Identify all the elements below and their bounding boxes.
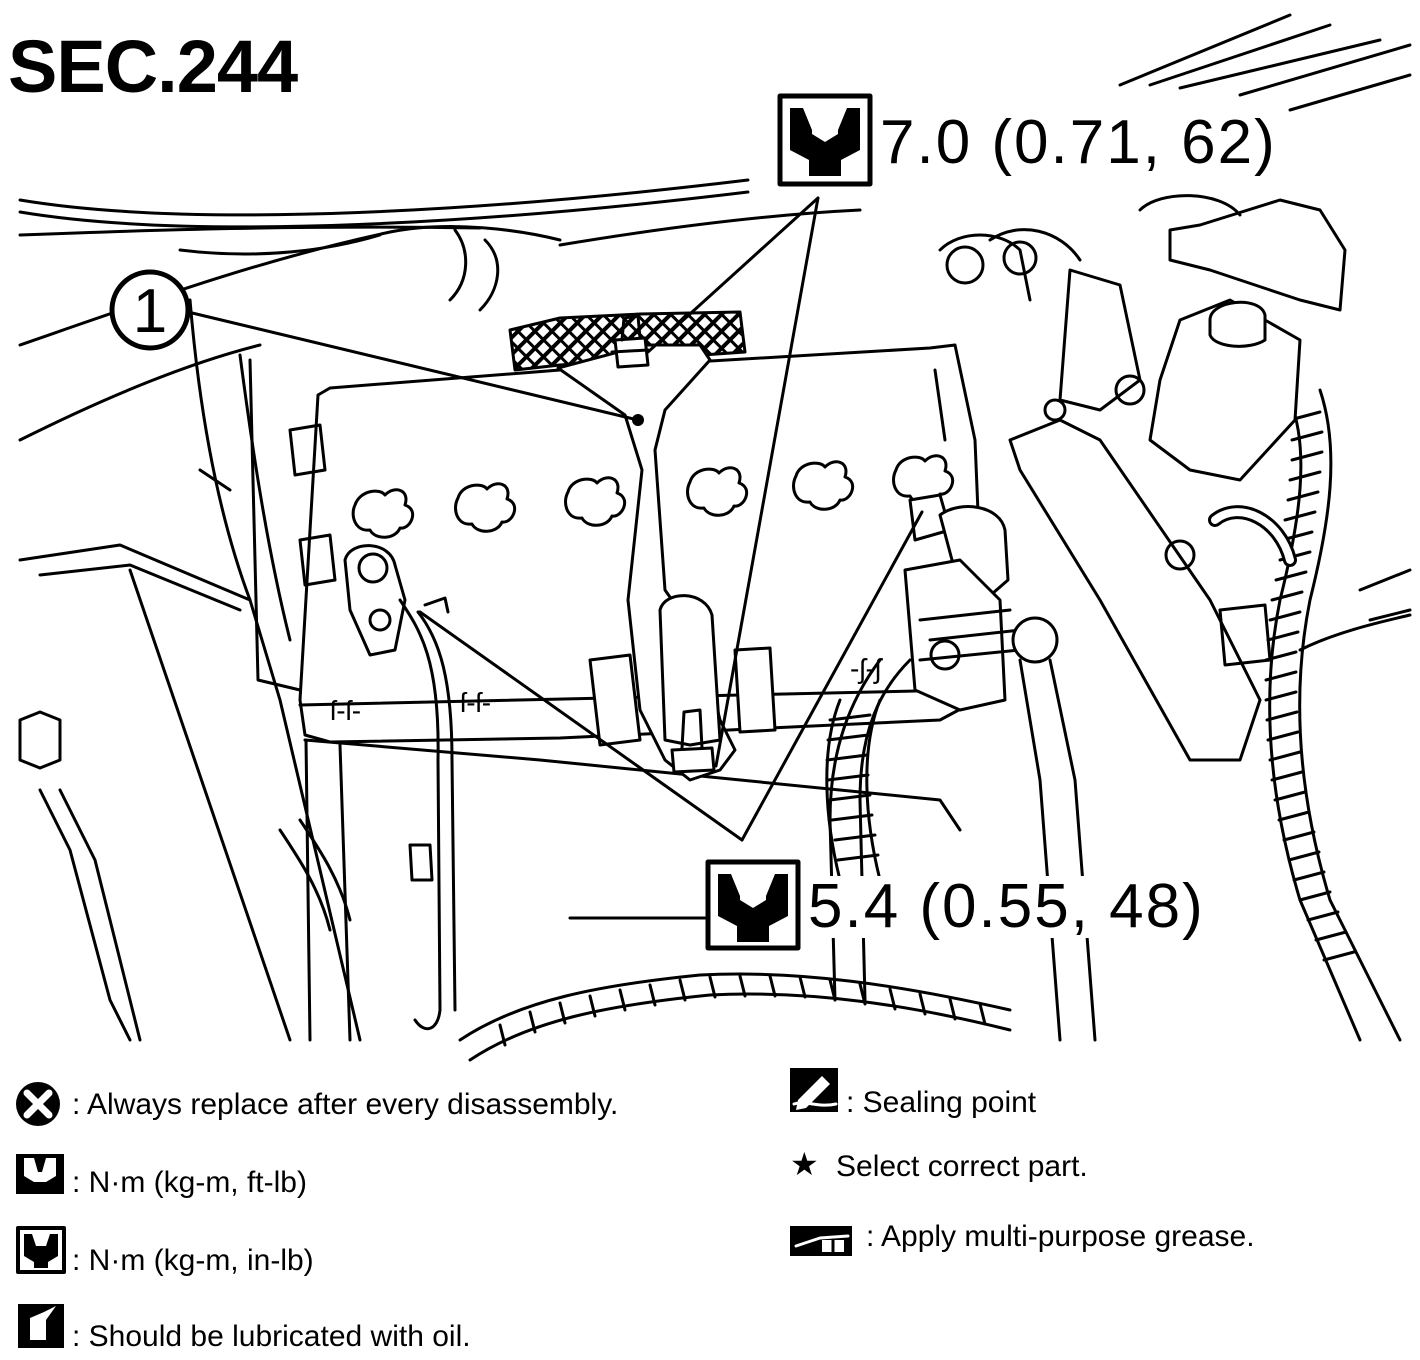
section-title: SEC.244	[8, 25, 298, 108]
bottom-harness	[278, 698, 1012, 1062]
wrench-icon-top	[777, 93, 873, 187]
negative-terminal-cable	[343, 544, 457, 1031]
legend-torque-in-lb: : N·m (kg-m, in-lb)	[72, 1244, 314, 1277]
positive-terminal-cable	[828, 493, 1097, 1042]
wrench-ft-lb-icon	[16, 1154, 64, 1194]
left-components	[18, 298, 434, 1042]
oil-can-icon	[18, 1304, 64, 1348]
part-callout-circle	[109, 269, 191, 351]
wrench-in-lb-icon	[16, 1226, 66, 1274]
wrench-icon-bottom	[705, 859, 801, 951]
torque-callout-top: 7.0 (0.71, 62)	[880, 108, 1277, 177]
star-icon: ★	[790, 1146, 819, 1182]
upper-hoses	[448, 228, 1082, 312]
leader-dot	[632, 414, 644, 426]
grease-icon	[790, 1226, 852, 1256]
x-circle-icon	[16, 1082, 60, 1126]
leader-lines	[186, 196, 924, 920]
wiring-harness	[1208, 388, 1402, 1042]
legend-torque-ft-lb: : N·m (kg-m, ft-lb)	[72, 1166, 307, 1199]
legend-replace: : Always replace after every disassembly…	[72, 1088, 619, 1121]
part-callout-number: 1	[133, 277, 167, 346]
legend-lubricate-oil: : Should be lubricated with oil.	[72, 1320, 471, 1353]
sealing-point-icon	[790, 1068, 838, 1112]
legend-sealing-point: : Sealing point	[846, 1086, 1037, 1119]
torque-callout-bottom: 5.4 (0.55, 48)	[808, 876, 1215, 938]
svg-text:ſ-ſ-: ſ-ſ-	[460, 687, 491, 718]
holddown-bolts	[610, 314, 716, 774]
right-components	[1008, 194, 1412, 762]
svg-text:ſ-ſ-: ſ-ſ-	[330, 695, 361, 726]
legend-grease: : Apply multi-purpose grease.	[866, 1220, 1255, 1253]
legend-select-part: Select correct part.	[836, 1150, 1088, 1183]
battery-vent-caps	[351, 454, 955, 539]
